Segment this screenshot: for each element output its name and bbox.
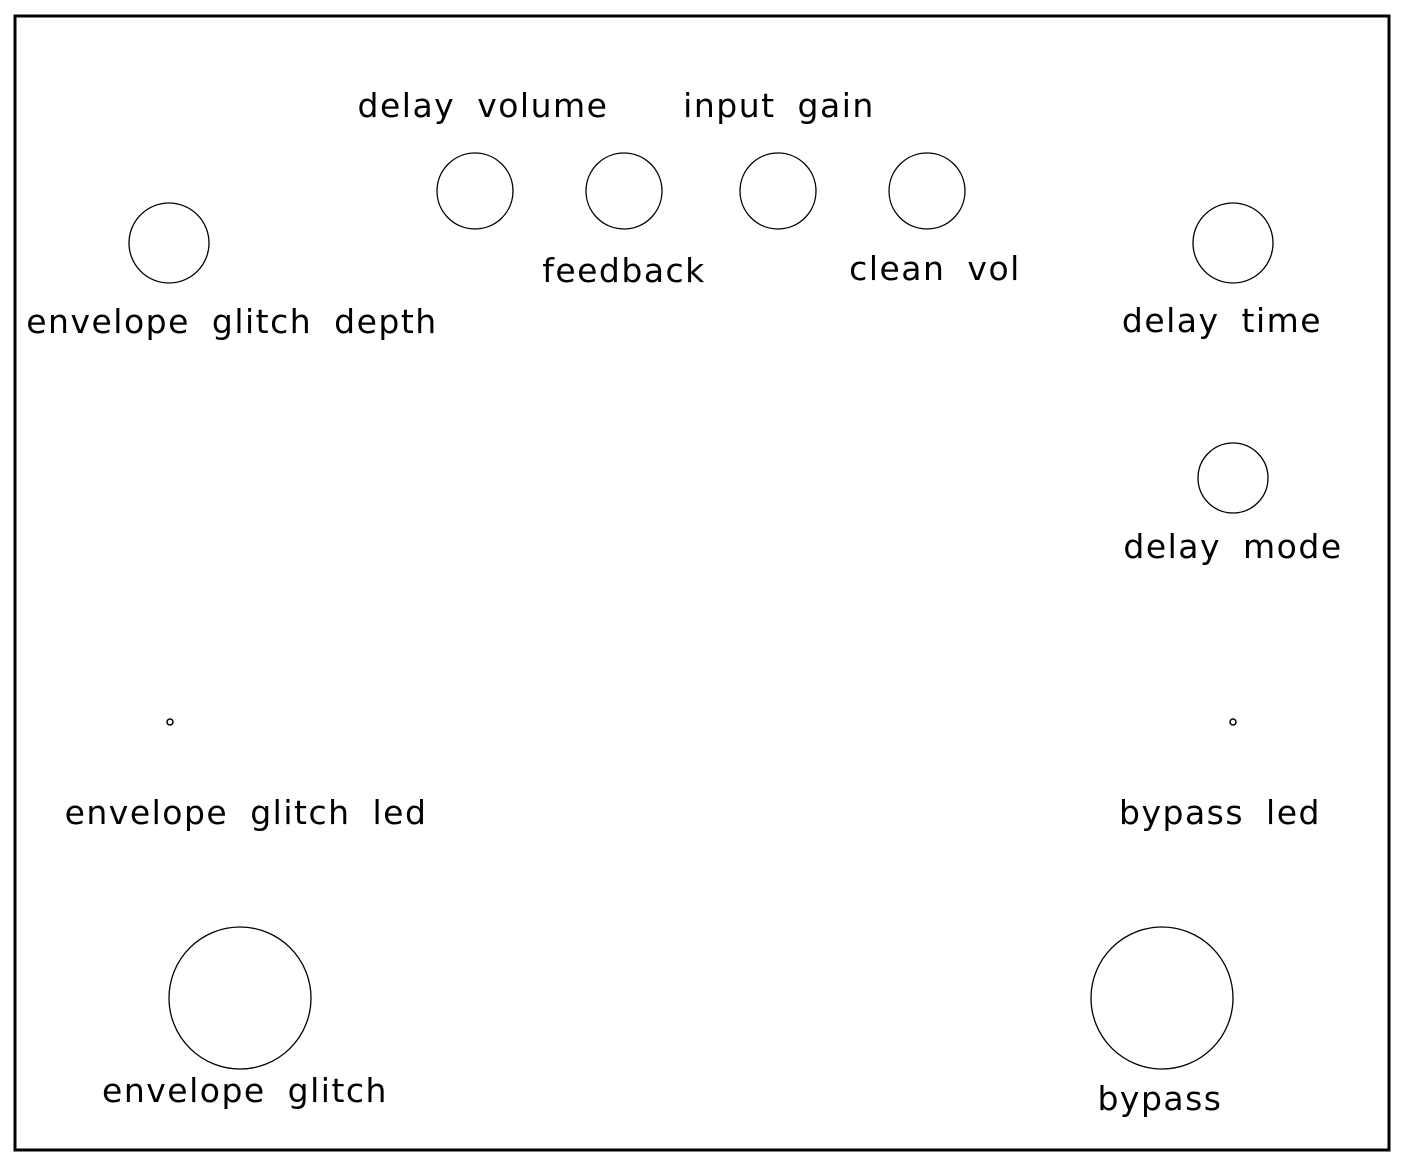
envelope-glitch-depth-knob: [128, 202, 210, 284]
input-gain-knob: [739, 152, 817, 230]
envelope-glitch-led-indicator: [166, 718, 174, 726]
envelope-glitch-depth-label: envelope glitch depth: [26, 302, 437, 341]
delay-time-knob: [1192, 202, 1274, 284]
envelope-glitch-led-label: envelope glitch led: [65, 793, 428, 832]
delay-mode-label: delay mode: [1123, 527, 1342, 566]
delay-volume-knob: [436, 152, 514, 230]
bypass-label: bypass: [1097, 1079, 1222, 1118]
delay-time-label: delay time: [1122, 301, 1322, 340]
envelope-glitch-label: envelope glitch: [102, 1071, 388, 1110]
bypass-led-indicator: [1229, 718, 1237, 726]
delay-volume-label: delay volume: [358, 86, 609, 125]
delay-mode-knob: [1197, 442, 1269, 514]
envelope-glitch-footswitch: [168, 926, 312, 1070]
input-gain-label: input gain: [683, 86, 875, 125]
clean-vol-knob: [888, 152, 966, 230]
bypass-footswitch: [1090, 926, 1234, 1070]
clean-vol-label: clean vol: [849, 249, 1021, 288]
feedback-label: feedback: [542, 251, 706, 290]
bypass-led-label: bypass led: [1119, 793, 1321, 832]
feedback-knob: [585, 152, 663, 230]
